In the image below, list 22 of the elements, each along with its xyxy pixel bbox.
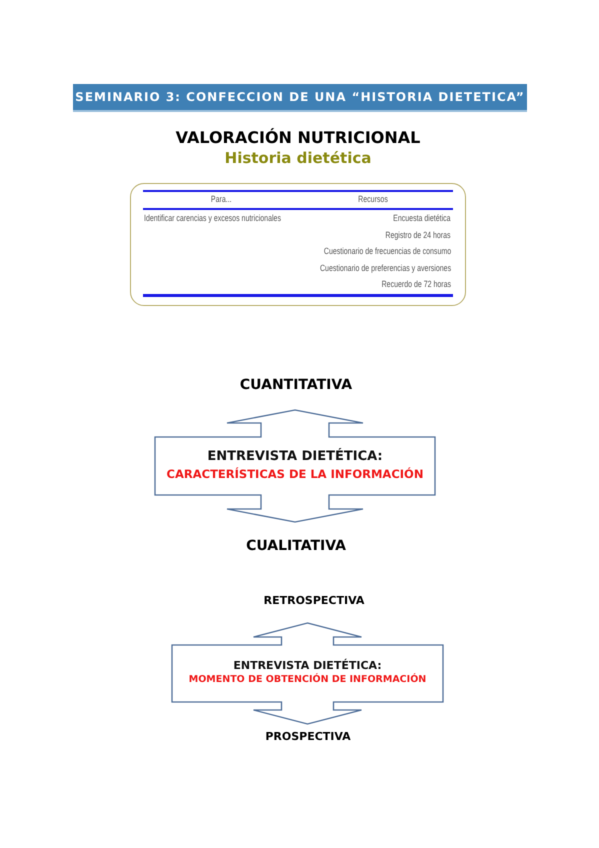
table-cell: Registro de 24 horas [386,230,451,240]
callout-text: CARACTERÍSTICAS DE LA INFORMACIÓN [166,466,424,481]
category-label: RETROSPECTIVA [264,594,364,607]
callout-heading: ENTREVISTA DIETÉTICA: [233,659,382,672]
category-label: PROSPECTIVA [265,730,351,743]
callout-text: MOMENTO DE OBTENCIÓN DE INFORMACIÓN [188,674,426,686]
up-down-arrow-callout [172,623,443,724]
heading: VALORACIÓN NUTRICIONAL [176,128,420,147]
callout-heading: ENTREVISTA DIETÉTICA: [207,449,383,464]
table-cell: Cuestionario de frecuencias de consumo [324,246,451,256]
table-frame [130,183,466,306]
table-cell: Cuestionario de preferencias y aversiones [320,262,451,272]
category-label: CUALITATIVA [246,538,346,554]
table-header: Para... [210,194,232,204]
table-header: Recursos [358,194,388,204]
table-cell: Recuerdo de 72 horas [382,279,451,289]
category-label: CUANTITATIVA [240,377,352,393]
subheading: Historia dietética [224,149,372,167]
table-cell: Encuesta dietética [394,213,451,223]
table-cell: Identificar carencias y excesos nutricionales [144,213,281,223]
title-banner: SEMINARIO 3: CONFECCION DE UNA “HISTORIA DIETETICA” [73,84,527,112]
up-down-arrow-callout [155,410,435,522]
